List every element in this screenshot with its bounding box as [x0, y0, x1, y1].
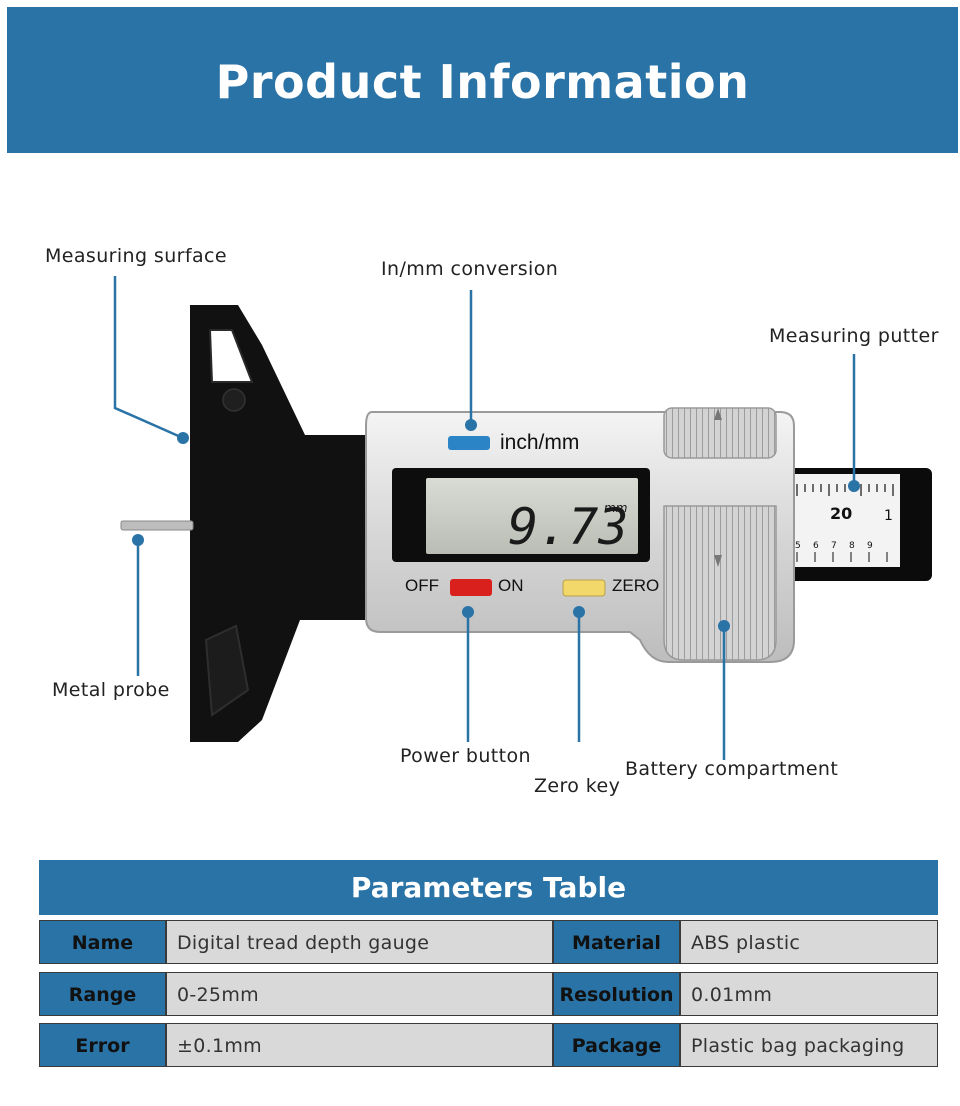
param-key: Range — [39, 972, 166, 1016]
scale-strip — [792, 474, 900, 567]
param-value: Plastic bag packaging — [680, 1023, 938, 1067]
zero-button — [562, 579, 606, 597]
label-zero-key: Zero key — [534, 775, 621, 797]
callout-line-surface — [113, 276, 184, 440]
scale-tick-label: 6 — [813, 541, 819, 551]
scale-tick-label: 9 — [867, 541, 873, 551]
scale-tick-label: 1 — [884, 508, 893, 524]
battery-compartment — [663, 505, 777, 661]
param-key: Material — [553, 920, 680, 964]
scale-tick-label: 5 — [795, 541, 801, 551]
label-battery-compartment: Battery compartment — [625, 758, 839, 780]
scale-main-number: 20 — [830, 504, 852, 523]
param-key: Package — [553, 1023, 680, 1067]
table-row: Error ±0.1mm Package Plastic bag packagi… — [39, 1023, 938, 1069]
lcd-reading: 9.73 — [508, 498, 628, 556]
param-key: Error — [39, 1023, 166, 1067]
unit-button-label: inch/mm — [500, 431, 579, 454]
upper-knurl — [663, 407, 777, 459]
lcd-screen — [426, 478, 638, 554]
table-row: Range 0-25mm Resolution 0.01mm — [39, 972, 938, 1018]
scale-tick-label: 7 — [831, 541, 837, 551]
label-measuring-putter: Measuring putter — [769, 325, 939, 347]
param-value: 0-25mm — [166, 972, 553, 1016]
zero-label: ZERO — [612, 576, 659, 595]
param-key: Name — [39, 920, 166, 964]
off-label: OFF — [405, 576, 439, 595]
label-inmm-conversion: In/mm conversion — [381, 258, 559, 280]
table-row: Name Digital tread depth gauge Material … — [39, 920, 938, 966]
handle-hole — [208, 329, 254, 383]
lcd-unit: mm — [604, 501, 627, 515]
header-banner: Product Information — [7, 7, 958, 153]
parameters-table: Parameters Table Name Digital tread dept… — [39, 860, 938, 1067]
param-value: 0.01mm — [680, 972, 938, 1016]
label-power-button: Power button — [400, 745, 531, 767]
on-label: ON — [498, 576, 524, 595]
scale-tick-label: 8 — [849, 541, 855, 551]
parameters-table-title: Parameters Table — [39, 860, 938, 915]
param-key: Resolution — [553, 972, 680, 1016]
metal-probe — [120, 520, 194, 531]
page-title: Product Information — [215, 55, 750, 109]
label-measuring-surface: Measuring surface — [45, 245, 227, 267]
param-value: ±0.1mm — [166, 1023, 553, 1067]
product-illustration: 20 5 6 7 8 9 1 inch/mm 9.73 mm OFF ON ZE… — [113, 276, 932, 760]
label-metal-probe: Metal probe — [52, 679, 170, 701]
unit-button — [448, 436, 490, 450]
param-value: Digital tread depth gauge — [166, 920, 553, 964]
param-value: ABS plastic — [680, 920, 938, 964]
power-button — [450, 579, 492, 596]
